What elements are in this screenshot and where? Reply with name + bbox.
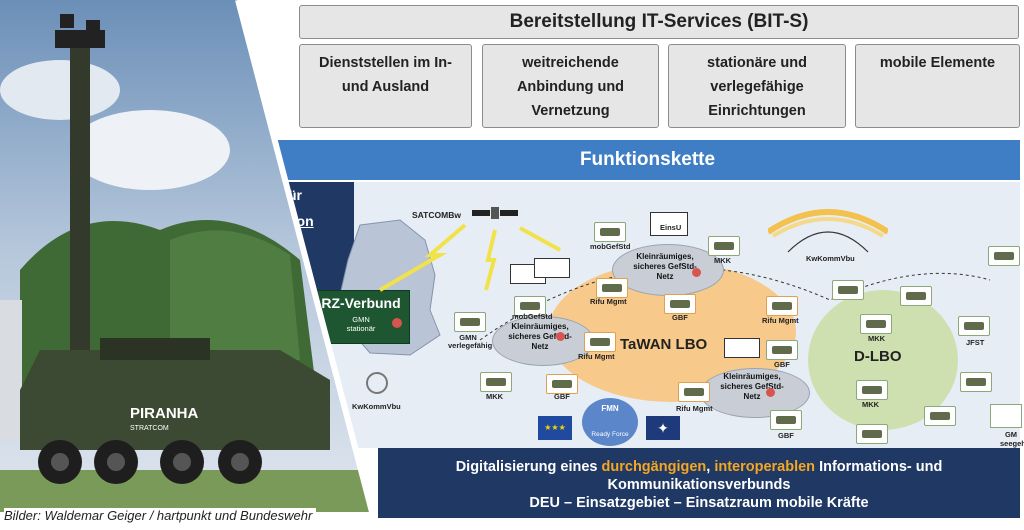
unit-label: GBF: [554, 392, 570, 401]
bottom-line-3: DEU – Einsatzgebiet – Einsatzraum mobile…: [529, 495, 869, 511]
rz-verbund-label: RZ-Verbund: [321, 295, 401, 311]
tawan-lbo-label: TaWAN LBO: [620, 336, 708, 353]
unit-label: GBF: [774, 360, 790, 369]
vehicle-icon: [958, 316, 990, 336]
vehicle-icon: [860, 314, 892, 334]
gm-seegeh-label: GM seegeh: [1000, 430, 1024, 448]
vehicle-icon: [594, 222, 626, 242]
photo-caption: Bilder: Waldemar Geiger / hartpunkt und …: [4, 508, 317, 523]
ready-force-label: Ready Force: [591, 431, 629, 438]
aircraft-icon: [988, 246, 1020, 266]
unit-label: JFST: [966, 338, 985, 347]
vehicle-icon: [832, 280, 864, 300]
antenna-box: [534, 258, 570, 278]
eu-flag-icon: ★★★: [538, 416, 572, 440]
satcom-label: SATCOMBw: [412, 210, 461, 220]
gefstd-net-1: [612, 244, 724, 296]
vehicle-icon: [766, 296, 798, 316]
vehicle-icon: [596, 278, 628, 298]
satellite-icon: [472, 207, 518, 219]
vehicle-icon: [708, 236, 740, 256]
dlbo-label: D-LBO: [854, 348, 902, 365]
gefstd-net-label: Kleinräumiges, sicheres GefStd-Netz: [720, 372, 784, 401]
lock-icon: [692, 268, 701, 277]
highlight-text: interoperablen: [714, 459, 816, 475]
unit-label: Rifu Mgmt: [762, 316, 799, 325]
kwkommvbu-label: KwKommVbu: [806, 254, 855, 263]
highlight-text: durchgängigen: [601, 459, 707, 475]
vehicle-photo: PIRANHA STRATCOM: [0, 0, 375, 512]
unit-label: Rifu Mgmt: [590, 297, 627, 306]
vehicle-name: PIRANHA: [130, 405, 199, 422]
gefstd-net-2: [492, 316, 594, 366]
ship-icon: [990, 404, 1022, 428]
nato-flag-icon: ✦: [646, 416, 680, 440]
bottom-text: Digitalisierung eines: [455, 459, 602, 475]
unit-label: MKK: [868, 334, 886, 343]
unit-label: Rifu Mgmt: [676, 404, 713, 413]
bottom-line-2: Kommunikationsverbunds: [607, 477, 791, 493]
vehicle-icon: [480, 372, 512, 392]
fmn-ready-force-logo: FMN Ready Force: [582, 398, 638, 446]
category-box: weitreichende Anbindung und Vernetzung: [482, 44, 659, 128]
einsu-label: EinsU: [660, 223, 682, 232]
lock-icon: [766, 388, 775, 397]
drone-icon: [900, 286, 932, 306]
vehicle-icon: [960, 372, 992, 392]
vehicle-icon: [856, 424, 888, 444]
gefstd-net-label: Kleinräumiges, sicheres GefStd-Netz: [633, 252, 697, 281]
header-title: Bereitstellung IT-Services (BIT-S): [299, 5, 1019, 39]
vehicle-icon: [770, 410, 802, 430]
lock-icon: [556, 332, 565, 341]
connection-lines: [479, 267, 991, 341]
lock-icon: [392, 318, 402, 328]
bottom-statement: Digitalisierung eines durchgängigen, int…: [378, 448, 1020, 518]
category-box: mobile Elemente: [855, 44, 1020, 128]
einsu-box: [650, 212, 688, 236]
vehicle-icon: [454, 312, 486, 332]
unit-label: GBF: [672, 313, 688, 322]
gefstd-net-3: [700, 368, 810, 418]
antenna-box: [724, 338, 760, 358]
kwkommvbu-left-label: KwKommVbu: [352, 402, 401, 411]
radio-tower-icon: [366, 372, 388, 394]
vehicle-icon: [924, 406, 956, 426]
vehicle-icon: [514, 296, 546, 316]
vehicle-icon: [584, 332, 616, 352]
unit-label: mobGefStd: [512, 312, 553, 321]
vehicle-icon: [766, 340, 798, 360]
category-box: stationäre und verlegefähige Einrichtung…: [668, 44, 846, 128]
gmn-verlegefaehig-label: GMN verlegefähig: [448, 333, 493, 350]
vehicle-icon: [664, 294, 696, 314]
unit-label: GBF: [778, 431, 794, 440]
unit-label: MKK: [486, 392, 504, 401]
radio-link-bolts: [378, 223, 561, 292]
vehicle-icon: [856, 380, 888, 400]
unit-label: mobGefStd: [590, 242, 631, 251]
gefstd-net-label: Kleinräumiges, sicheres GefStd-Netz: [508, 322, 572, 351]
vehicle-subtext: STRATCOM: [130, 425, 169, 432]
vehicle-icon: [546, 374, 578, 394]
bottom-line-1: Digitalisierung eines durchgängigen, int…: [378, 458, 1020, 476]
bottom-text: ,: [706, 459, 715, 475]
category-box: Dienststellen im In- und Ausland: [299, 44, 472, 128]
funktionskette-banner: Funktionskette: [275, 140, 1020, 180]
unit-label: MKK: [862, 400, 880, 409]
unit-label: Rifu Mgmt: [578, 352, 615, 361]
fmn-label: FMN: [601, 404, 619, 413]
skywave-icon: [768, 209, 888, 253]
vehicle-icon: [678, 382, 710, 402]
bottom-text: Informations- und: [815, 459, 943, 475]
unit-label: MKK: [714, 256, 732, 265]
gmn-stationaer-label: GMN stationär: [346, 315, 376, 333]
